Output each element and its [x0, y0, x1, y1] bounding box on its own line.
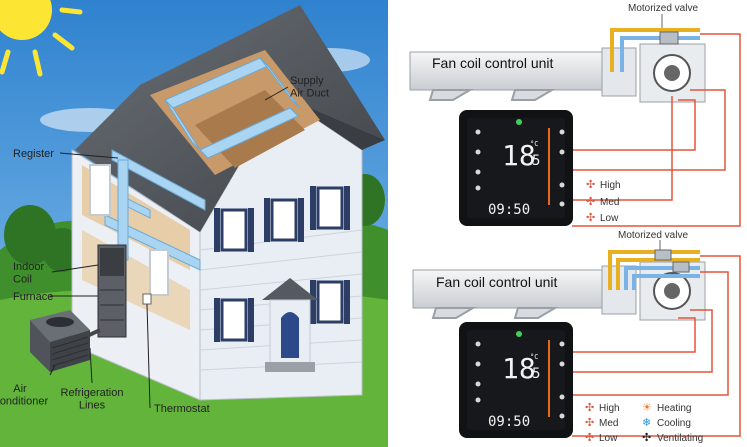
fan-med-icon: ✣ — [586, 195, 595, 208]
bottom-temp: 18 — [502, 352, 536, 385]
top-motorized-valve — [659, 31, 679, 45]
bottom-temp-unit: °C — [530, 353, 538, 361]
mode-cooling: Cooling — [657, 418, 691, 429]
bottom-power-led — [516, 331, 522, 337]
fan-low-icon: ✣ — [586, 211, 595, 224]
bottom-duct — [412, 269, 603, 309]
fan-med-icon: ✣ — [585, 416, 594, 429]
front-door — [281, 312, 299, 358]
air-conditioner-unit — [30, 310, 90, 372]
bottom-pipes — [608, 250, 700, 290]
top-fan-med: Med — [600, 197, 619, 208]
bottom-fan-coil-diagram: Motorized valve Fan coil control unit 18 — [412, 230, 741, 444]
mode-heating: Heating — [657, 403, 691, 414]
bottom-unit-label: Fan coil control unit — [436, 274, 558, 290]
top-temp: 18 — [502, 139, 536, 172]
windows — [89, 164, 350, 342]
label-furnace: Furnace — [13, 291, 53, 303]
top-power-led — [516, 119, 522, 125]
bottom-fan-low: Low — [599, 433, 618, 444]
fan-high-icon: ✣ — [586, 178, 595, 191]
porch-roof — [262, 278, 318, 300]
top-temp-decimal: 5 — [532, 153, 540, 169]
fan-high-icon: ✣ — [585, 401, 594, 414]
label-thermostat: Thermostat — [154, 403, 210, 415]
heating-icon: ☀ — [642, 401, 652, 414]
top-fan-speed-legend: ✣ High ✣ Med ✣ Low — [586, 178, 621, 224]
bottom-fan-med: Med — [599, 418, 618, 429]
top-valve-label: Motorized valve — [628, 3, 698, 14]
thermostat-device — [142, 293, 152, 305]
top-time: 09:50 — [488, 202, 530, 218]
furnace-unit — [97, 244, 127, 338]
top-fan-high: High — [600, 180, 621, 191]
bottom-temp-decimal: 5 — [532, 366, 540, 382]
top-temp-unit: °C — [530, 140, 538, 148]
top-wiring — [572, 33, 741, 227]
ventilating-icon: ✣ — [642, 431, 651, 444]
top-fan-coil-diagram: Motorized valve Fan coil control unit — [409, 3, 741, 227]
bottom-valve-label: Motorized valve — [618, 230, 688, 241]
bottom-mode-legend: ☀ Heating ❄ Cooling ✣ Ventilating — [642, 401, 703, 444]
fan-low-icon: ✣ — [585, 431, 594, 444]
label-register: Register — [13, 148, 54, 160]
sun-icon — [0, 0, 83, 77]
supply-air-duct — [104, 57, 301, 271]
bottom-thermostat-icons — [475, 341, 565, 419]
bottom-motorized-valve-1 — [654, 249, 672, 261]
top-thermostat-icons — [475, 129, 565, 207]
cooling-icon: ❄ — [642, 416, 651, 429]
callout-lines — [49, 86, 289, 409]
top-coil-box — [601, 47, 637, 97]
label-air-conditioner: AirConditioner — [0, 383, 48, 408]
top-fan-low: Low — [600, 213, 619, 224]
mode-ventilating: Ventilating — [657, 433, 703, 444]
bottom-fan-speed-legend: ✣ High ✣ Med ✣ Low — [585, 401, 620, 444]
door-step — [265, 362, 315, 372]
top-unit-label: Fan coil control unit — [432, 55, 554, 71]
bottom-fan-high: High — [599, 403, 620, 414]
bottom-time: 09:50 — [488, 414, 530, 430]
bottom-wiring — [572, 255, 741, 437]
bottom-motorized-valve-2 — [672, 261, 690, 273]
